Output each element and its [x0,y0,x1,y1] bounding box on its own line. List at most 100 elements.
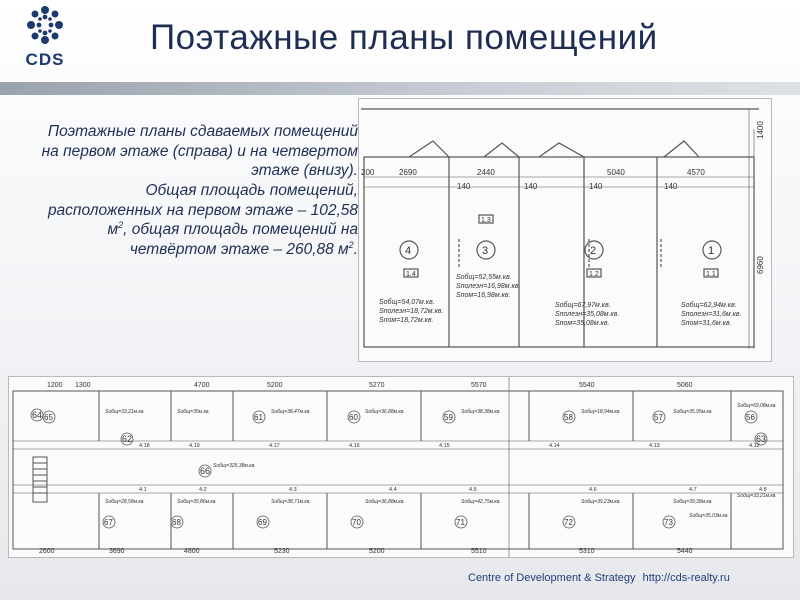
room-64-number: 64 [32,410,42,420]
area-label-10: Sобщ=28,58м.кв. [105,499,145,505]
dim-10: 6960 [756,256,765,274]
dim-9: 140 [664,182,678,191]
room-57-number: 57 [654,413,663,422]
dim-3: 2440 [477,168,495,177]
room-3-area-total: Sобщ=52,55м.кв. [456,273,512,281]
tag-4-15: 4.15 [439,443,450,449]
tag-4-3: 4.3 [289,487,297,493]
room-1-area-useful: Sполезн=31,6м.кв. [681,311,742,318]
area-label-1: Sобщ=33,21м.кв. [105,409,145,415]
room-62-number: 62 [122,434,132,444]
tag-4-13: 4.13 [649,443,660,449]
room-59-number: 59 [444,413,453,422]
area-label-4: Sобщ=36,88м.кв. [365,409,405,415]
desc-line-5: расположенных на первом этаже – 102,58 [47,201,358,219]
area-label-9: Sобщ=325,38м.кв. [213,463,256,469]
dim-7: 140 [524,182,538,191]
room-69-number: 69 [258,518,267,527]
room-63-number: 63 [756,434,766,444]
top-dim-2: 1300 [75,382,91,389]
top-dim-4: 5200 [267,382,283,389]
desc-line-3: этаже (внизу). [251,162,358,180]
area-label-17: Sобщ=35,03м.кв. [689,513,729,519]
dim-4: 5040 [607,168,625,177]
desc-line-1: Поэтажные планы сдаваемых помещений [47,123,358,140]
tag-4-7: 4.7 [689,487,697,493]
dim-2: 2690 [399,168,417,177]
footer-org: Centre of Development & Strategy [468,572,636,584]
bottom-dim-8: 5440 [677,548,693,555]
logo-text: CDS [25,50,65,69]
desc-period: . [353,241,358,259]
desc-line-4: Общая площадь помещений, [145,182,358,200]
area-label-3: Sобщ=38,47м.кв. [271,409,311,415]
top-dim-1: 1200 [47,382,63,389]
header-divider [0,82,800,95]
area-label-15: Sобщ=39,23м.кв. [581,499,621,505]
bottom-dim-7: 5310 [579,548,595,555]
room-2-area-room: Sпом=35,08м.кв. [555,320,610,327]
dim-1: 200 [361,168,375,177]
tag-4-2: 4.2 [199,487,207,493]
page-title: Поэтажные планы помещений [150,18,658,57]
room-1-area-total: Sобщ=62,94м.кв. [681,301,737,309]
area-label-12: Sобщ=38,71м.кв. [271,499,311,505]
room-70-number: 70 [352,518,361,527]
area-label-16: Sобщ=39,38м.кв. [673,499,713,505]
area-label-7: Sобщ=35,95м.кв. [673,409,713,415]
footer-url[interactable]: http://cds-realty.ru [642,572,730,584]
tag-4-18: 4.18 [139,443,150,449]
tag-4-8: 4.8 [759,487,767,493]
area-label-13: Sобщ=36,88м.кв. [365,499,405,505]
room-4-area-useful: Sполезн=18,72м.кв. [379,308,443,315]
room-66-number: 66 [200,466,210,476]
room-71-number: 71 [456,518,465,527]
desc-line-7: четвёртом этаже – 260,88 м [129,241,349,259]
desc-sup: 2 [348,240,354,251]
room-73-number: 73 [664,518,673,527]
desc-line-6: , общая площадь помещений на [123,221,358,239]
area-label-5: Sобщ=38,38м.кв. [461,409,501,415]
area-label-14: Sобщ=42,75м.кв. [461,499,501,505]
bottom-dim-5: 5200 [369,548,385,555]
room-3-number: 3 [482,245,488,257]
bottom-dim-2: 3690 [109,548,125,555]
tag-4-17: 4.17 [269,443,280,449]
tag-4-4: 4.4 [389,487,397,493]
room-56-number: 56 [746,413,755,422]
dim-5: 4570 [687,168,705,177]
room-2-area-useful: Sполезн=35,08м.кв. [555,311,619,318]
dim-8: 140 [589,182,603,191]
top-dim-6: 5570 [471,382,487,389]
tag-4-5: 4.5 [469,487,477,493]
room-4-number: 4 [405,245,411,257]
top-dim-3: 4700 [194,382,210,389]
desc-line-2: на первом этаже (справа) и на четвертом [41,142,358,160]
top-dim-5: 5270 [369,382,385,389]
dim-11: 1400 [756,121,765,139]
area-label-18: Sобщ=33,21м.кв. [737,493,777,499]
room-1-area-room: Sпом=31,6м.кв. [681,320,732,327]
room-60-number: 60 [349,413,358,422]
room-3-area-room: Sпом=16,98м.кв. [456,292,511,299]
fourth-floor-plan: 1200 1300 4700 5200 5270 5570 5540 5060 … [8,376,794,558]
first-floor-plan: 200 2690 2440 5040 4570 140 140 140 140 … [358,98,772,362]
bottom-dim-4: 5230 [274,548,290,555]
bottom-dim-6: 5510 [471,548,487,555]
room-61-number: 61 [254,413,263,422]
room-67-number: 67 [104,518,113,527]
room-68-number: 68 [172,518,181,527]
dim-6: 140 [457,182,471,191]
footer: Centre of Development & Strategy http://… [468,572,734,584]
room-1-number: 1 [708,245,714,257]
room-3-area-useful: Sполезн=16,98м.кв. [456,283,520,290]
room-2-tag: 1.2 [589,271,599,278]
area-label-8: Sобщ=69,08м.кв. [737,403,777,409]
room-65-number: 65 [44,413,53,422]
room-2-number: 2 [590,245,596,257]
room-72-number: 72 [564,518,573,527]
room-1-tag: 1.1 [706,271,716,278]
bottom-dim-3: 4800 [184,548,200,555]
room-4-tag: 1.4 [406,271,416,278]
room-58-number: 58 [564,413,573,422]
